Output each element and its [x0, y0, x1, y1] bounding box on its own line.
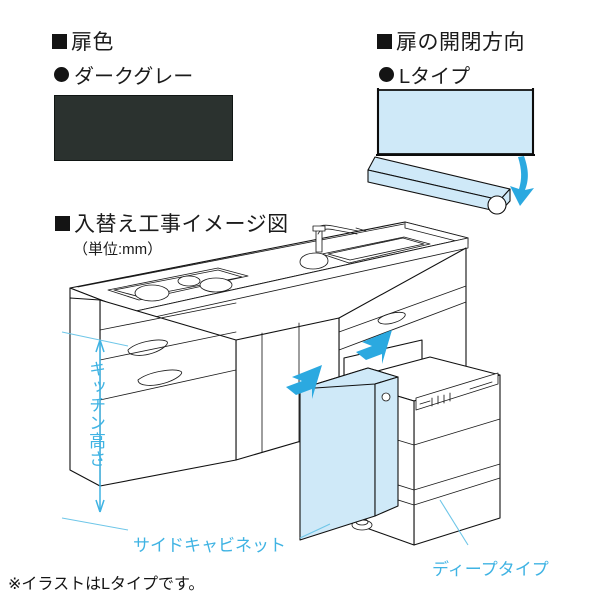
side-cabinet-label: サイドキャビネット — [133, 536, 286, 555]
drawer-handle-upper — [127, 339, 168, 356]
sink-basin — [299, 236, 431, 270]
door-direction-arrow-icon — [510, 156, 534, 206]
cooktop-burner-center — [177, 275, 201, 287]
door-color-option-label: ダークグレー — [74, 66, 194, 88]
side-cabinet-side — [374, 376, 399, 517]
drawer-handle-lower — [137, 369, 183, 386]
left-base-cabinet — [69, 297, 237, 487]
deep-type-leader-line — [439, 499, 469, 546]
filled-square-icon — [55, 215, 70, 231]
door-direction-option-label: Lタイプ — [399, 66, 471, 88]
filled-square-icon — [377, 33, 392, 49]
door-color-swatch — [54, 95, 233, 161]
footnote: ※イラストはLタイプです。 — [8, 576, 205, 593]
door-direction-heading-label: 扉の開閉方向 — [396, 31, 525, 54]
install-diagram-heading-label: 入替え工事イメージ図 — [74, 213, 289, 236]
side-cabinet-front — [299, 369, 376, 541]
install-diagram-heading: 入替え工事イメージ図 — [55, 208, 289, 238]
install-arrow-upper-icon — [356, 330, 392, 364]
door-color-heading-label: 扉色 — [71, 31, 114, 54]
sink-small-bowl — [299, 252, 329, 270]
cooktop-burner-right — [199, 277, 233, 293]
kitchen-height-label: キッチン高さ — [86, 360, 105, 468]
cooktop-burner-left — [134, 284, 170, 302]
side-cabinet — [299, 367, 399, 541]
filled-circle-icon — [54, 67, 69, 82]
door-color-heading: 扉色 — [52, 26, 114, 56]
dishwasher-display — [469, 381, 493, 390]
door-direction-option: Lタイプ — [379, 60, 470, 89]
install-arrow-lower-icon — [286, 365, 322, 399]
filled-square-icon — [52, 33, 67, 49]
kitchen-height-dimension — [61, 331, 129, 531]
door-color-option: ダークグレー — [54, 60, 193, 89]
filled-circle-icon — [379, 67, 394, 82]
side-cabinet-leader-line — [299, 523, 331, 539]
unit-note: （単位:mm） — [73, 241, 163, 258]
faucet — [312, 224, 367, 253]
door-direction-heading: 扉の開閉方向 — [377, 26, 525, 56]
cabinet-handle-right — [377, 311, 406, 325]
deep-type-label: ディープタイプ — [432, 560, 549, 579]
side-cabinet-hinge-icon — [381, 392, 391, 402]
dishwasher-control-panel — [415, 372, 499, 411]
cooktop — [107, 267, 249, 302]
door-caster-wheel — [487, 195, 507, 215]
